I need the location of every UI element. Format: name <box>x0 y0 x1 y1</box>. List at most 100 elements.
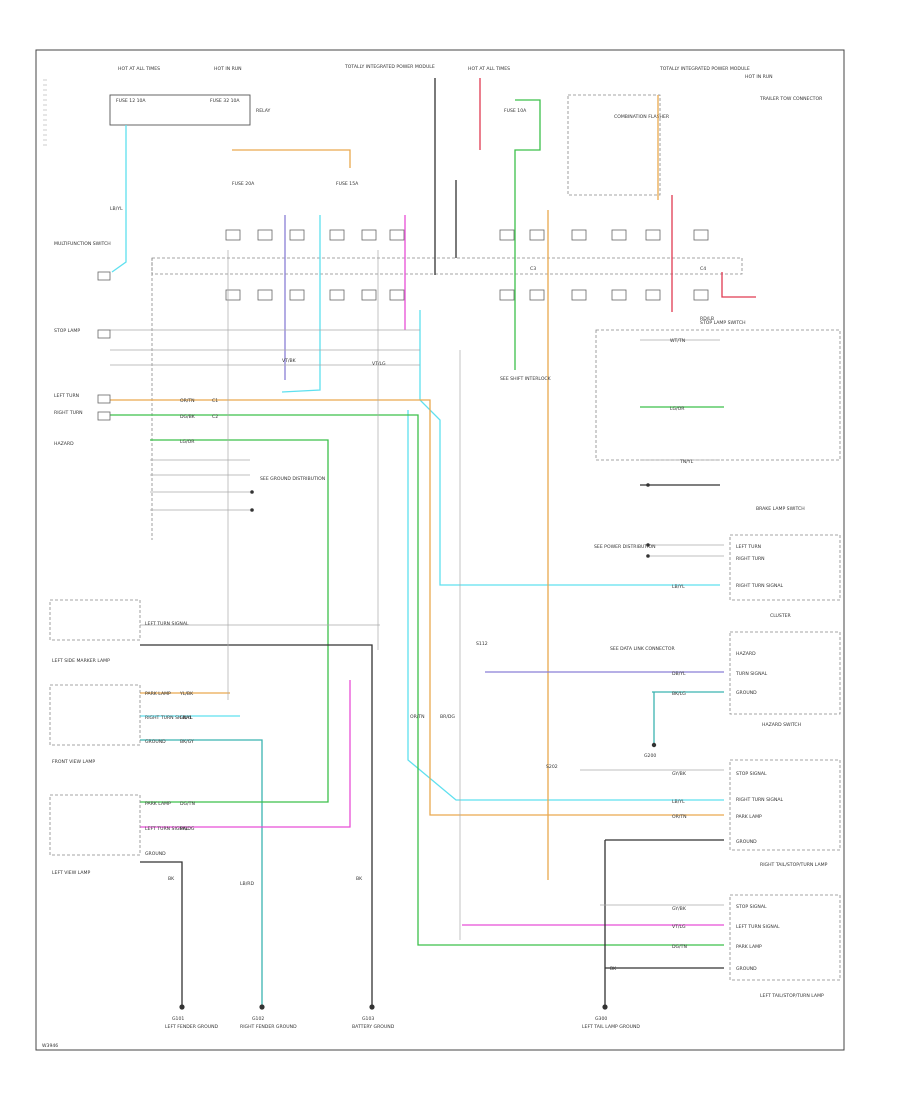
ground-batt-label: BATTERY GROUND <box>352 1024 395 1030</box>
cluster-pin-3: RIGHT TURN SIGNAL <box>736 583 783 589</box>
wire-pink-2 <box>140 680 351 828</box>
note-power: SEE POWER DISTRIBUTION <box>594 544 656 550</box>
fuse-label-4: FUSE 15A <box>336 181 359 187</box>
wire-green-1 <box>110 414 724 946</box>
wire-tan-1 <box>232 149 351 168</box>
ground-g4: G200 <box>644 753 656 759</box>
flasher-box <box>567 94 661 196</box>
left-front-turn-box <box>49 599 141 641</box>
conn-c2: C2 <box>212 414 218 420</box>
right-tail-label: RIGHT TAIL/STOP/TURN LAMP <box>760 862 828 868</box>
svg-text:LB/RD: LB/RD <box>240 881 254 887</box>
tipm-title: TOTALLY INTEGRATED POWER MODULE <box>344 64 435 70</box>
wire-code-labels: LB/YL VT/BK VT/LG OR/TN DG/BK LG/OR YL/B… <box>110 206 714 972</box>
svg-text:LB/YL: LB/YL <box>110 206 123 212</box>
fuse-label-2: FUSE 32 10A <box>210 98 240 104</box>
hazard-switch-label: HAZARD SWITCH <box>762 722 801 728</box>
wire-dark-3 <box>140 861 183 1005</box>
ground-g5: G300 <box>595 1016 607 1022</box>
mfs-pin-4 <box>97 411 111 421</box>
stop-switch-label: STOP LAMP SWITCH <box>700 320 746 326</box>
flasher-label: COMBINATION FLASHER <box>614 114 670 120</box>
svg-text:LB/YL: LB/YL <box>672 584 685 590</box>
lt-pin-1: STOP SIGNAL <box>736 904 767 910</box>
lower-connector-row <box>225 289 709 301</box>
hazard-pin-3: GROUND <box>736 690 757 696</box>
svg-text:VT/LG: VT/LG <box>672 924 686 930</box>
left-tail-box <box>729 894 841 981</box>
lt-pin-3: PARK LAMP <box>736 944 762 950</box>
ground-lt-label: LEFT TAIL LAMP GROUND <box>582 1024 640 1030</box>
fv-pin-3: GROUND <box>145 739 166 745</box>
tipm-title-2: TOTALLY INTEGRATED POWER MODULE <box>659 66 750 72</box>
svg-text:DG/TN: DG/TN <box>672 944 687 950</box>
wire-dark-4 <box>604 839 724 1005</box>
wire-light-blue-5 <box>407 410 724 801</box>
note-shift: SEE SHIFT INTERLOCK <box>500 376 552 382</box>
ground-g2: G102 <box>252 1016 264 1022</box>
rt-pin-2: RIGHT TURN SIGNAL <box>736 797 783 803</box>
svg-text:BK/LG: BK/LG <box>672 691 686 697</box>
trailer-label: TRAILER TOW CONNECTOR <box>759 96 823 102</box>
rt-pin-1: STOP SIGNAL <box>736 771 767 777</box>
wire-light-blue-4 <box>419 310 720 586</box>
ground-lf-label: LEFT FENDER GROUND <box>165 1024 219 1030</box>
svg-text:LB/YL: LB/YL <box>180 715 193 721</box>
splice-2: S202 <box>546 764 558 770</box>
splice-1: S112 <box>476 641 488 647</box>
conn-c4: C4 <box>700 266 706 272</box>
left-edge-ticks <box>43 79 47 146</box>
hot-label-2: HOT IN RUN <box>214 66 242 72</box>
mfs-label-hazard: HAZARD <box>54 441 74 447</box>
svg-text:OR/TN: OR/TN <box>672 814 687 820</box>
svg-text:LG/OR: LG/OR <box>670 406 685 412</box>
brake-switch-label: BRAKE LAMP SWITCH <box>756 506 805 512</box>
front-view-box <box>49 684 141 746</box>
ground-g3: G103 <box>362 1016 374 1022</box>
ground-rf-label: RIGHT FENDER GROUND <box>240 1024 297 1030</box>
wire-green-3 <box>514 99 541 370</box>
svg-text:WT/TN: WT/TN <box>670 338 685 344</box>
mfs-pin-1 <box>97 271 111 281</box>
left-front-turn-label: LEFT SIDE MARKER LAMP <box>52 658 110 664</box>
svg-text:GY/BK: GY/BK <box>672 906 687 912</box>
svg-text:TN/YL: TN/YL <box>679 459 694 465</box>
lv-pin-3: GROUND <box>145 851 166 857</box>
cluster-label: CLUSTER <box>770 613 792 619</box>
svg-text:LB/YL: LB/YL <box>672 799 685 805</box>
multifunction-switch-label: MULTIFUNCTION SWITCH <box>54 241 111 247</box>
wire-tan-2 <box>110 399 724 816</box>
mfs-pin-2 <box>97 329 111 339</box>
fv-pin-2: RIGHT TURN SIGNAL <box>145 715 192 721</box>
relay-label-1: RELAY <box>256 108 271 114</box>
mfs-pin-3 <box>97 394 111 404</box>
ground-symbols <box>179 483 657 1010</box>
right-tail-box <box>729 759 841 851</box>
svg-text:RD/LB: RD/LB <box>700 316 714 322</box>
svg-text:BK: BK <box>168 876 175 882</box>
lft-pin-label: LEFT TURN SIGNAL <box>145 621 189 627</box>
svg-text:BK: BK <box>610 966 617 972</box>
upper-connector-row <box>225 229 709 241</box>
hazard-pin-1: HAZARD <box>736 651 756 657</box>
svg-text:LG/OR: LG/OR <box>180 439 195 445</box>
svg-text:PK/DG: PK/DG <box>180 826 195 832</box>
mfs-label-stop: STOP LAMP <box>54 328 80 334</box>
fv-pin-1: PARK LAMP <box>145 691 171 697</box>
svg-text:OR/TN: OR/TN <box>180 398 195 404</box>
cluster-pin-1: LEFT TURN <box>736 544 761 550</box>
top-power-labels: HOT AT ALL TIMES HOT IN RUN TOTALLY INTE… <box>118 64 773 80</box>
front-view-label: FRONT VIEW LAMP <box>52 759 95 765</box>
svg-text:GY/BK: GY/BK <box>672 771 687 777</box>
rt-pin-4: GROUND <box>736 839 757 845</box>
lt-pin-4: GROUND <box>736 966 757 972</box>
svg-text:BR/DG: BR/DG <box>440 714 455 720</box>
footer-code: W3946 <box>42 1043 58 1049</box>
cluster-box <box>729 534 841 601</box>
wire-light-blue-6 <box>140 739 263 1005</box>
svg-text:VT/LG: VT/LG <box>372 361 386 367</box>
lt-pin-2: LEFT TURN SIGNAL <box>736 924 780 930</box>
note-ground: SEE GROUND DISTRIBUTION <box>260 476 325 482</box>
wire-dark-2 <box>140 644 373 1005</box>
cluster-pin-2: RIGHT TURN <box>736 556 765 562</box>
